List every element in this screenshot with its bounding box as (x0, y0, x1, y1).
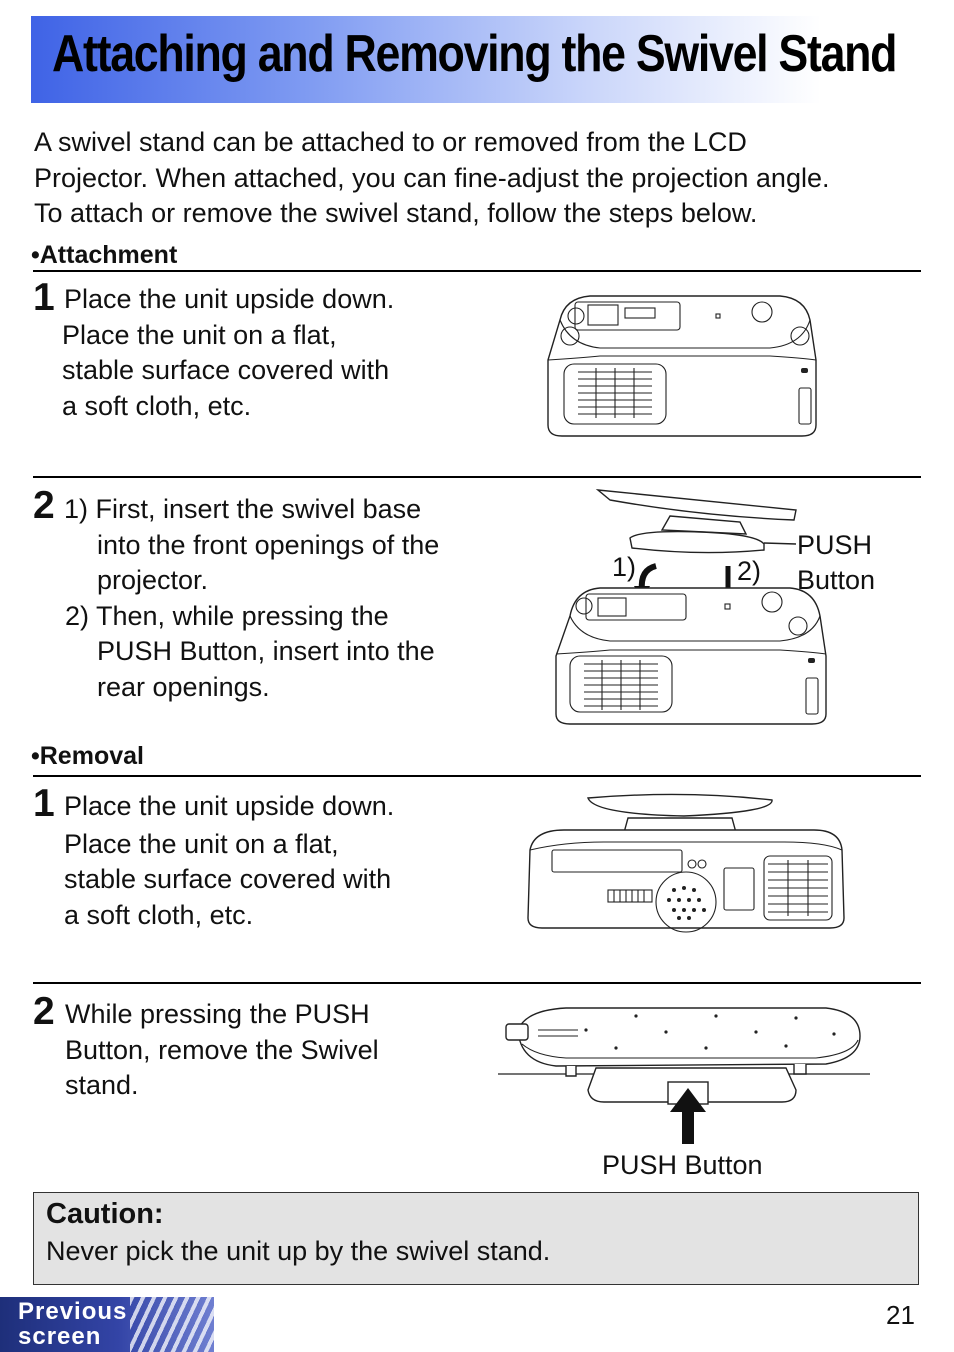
step-line: 1) First, insert the swivel base (64, 494, 422, 524)
caution-title: Caution: (46, 1198, 164, 1230)
step-line: a soft cloth, etc. (62, 390, 252, 421)
caution-box (33, 1192, 919, 1285)
intro-line: To attach or remove the swivel stand, fo… (34, 198, 758, 228)
divider (33, 982, 921, 984)
intro-line: Projector. When attached, you can fine-a… (34, 162, 830, 193)
step-line: Place the unit on a flat, (64, 828, 339, 859)
removal-step1-text: Place the unit upside down. Place the un… (64, 789, 394, 933)
step-line: Place the unit upside down. (64, 791, 395, 821)
previous-button-label: Previous (18, 1298, 128, 1325)
step-line: a soft cloth, etc. (64, 899, 254, 930)
step-number: 2 (33, 990, 55, 1033)
label-line: PUSH (797, 530, 873, 560)
step-line: Button, remove the Swivel (65, 1034, 379, 1065)
step-line: 2) Then, while pressing the (65, 600, 389, 631)
step-line: Place the unit on a flat, (62, 319, 337, 350)
previous-button-label: screen (18, 1323, 102, 1350)
removal-step2-text: While pressing the PUSH Button, remove t… (65, 997, 379, 1104)
step-line: stable surface covered with (62, 355, 390, 385)
divider (33, 775, 921, 777)
step-line: projector. (97, 565, 209, 595)
page-title: Attaching and Removing the Swivel Stand (52, 25, 898, 83)
caution-text: Never pick the unit up by the swivel sta… (46, 1236, 551, 1266)
attachment-step2-text: 1) First, insert the swivel base into th… (64, 492, 439, 705)
step-line: stand. (65, 1070, 139, 1100)
step-number: 1 (33, 276, 55, 319)
step-line: into the front openings of the (97, 529, 440, 560)
step-line: While pressing the PUSH (65, 999, 370, 1029)
swivel-insert-illustration (555, 489, 827, 725)
push-button-label: PUSH Button (602, 1150, 763, 1180)
figure-label-step1: 1) (612, 552, 637, 582)
divider (33, 270, 921, 272)
swivel-removal-illustration (498, 1007, 870, 1144)
divider (33, 476, 921, 478)
attachment-heading: •Attachment (31, 241, 178, 269)
push-button-label: PUSH Button (797, 528, 875, 598)
step-number: 1 (33, 782, 55, 825)
attachment-step1-text: Place the unit upside down. Place the un… (62, 282, 395, 424)
figure-label-step2: 2) (737, 556, 762, 586)
label-line: Button (797, 565, 876, 595)
intro-line: A swivel stand can be attached to or rem… (34, 127, 747, 157)
previous-screen-button[interactable]: Previous screen (0, 1297, 214, 1352)
projector-upside-down-illustration (547, 295, 817, 437)
projector-with-stand-illustration (527, 793, 845, 933)
page-number: 21 (886, 1300, 915, 1330)
step-line: stable surface covered with (64, 864, 392, 894)
title-banner (31, 16, 821, 103)
intro-paragraph: A swivel stand can be attached to or rem… (34, 125, 914, 232)
step-number: 2 (33, 484, 55, 527)
step-line: Place the unit upside down. (64, 284, 395, 314)
stripes-decoration (130, 1297, 214, 1352)
step-line: rear openings. (97, 671, 270, 702)
step-line: PUSH Button, insert into the (97, 636, 435, 666)
removal-heading: •Removal (31, 742, 144, 770)
